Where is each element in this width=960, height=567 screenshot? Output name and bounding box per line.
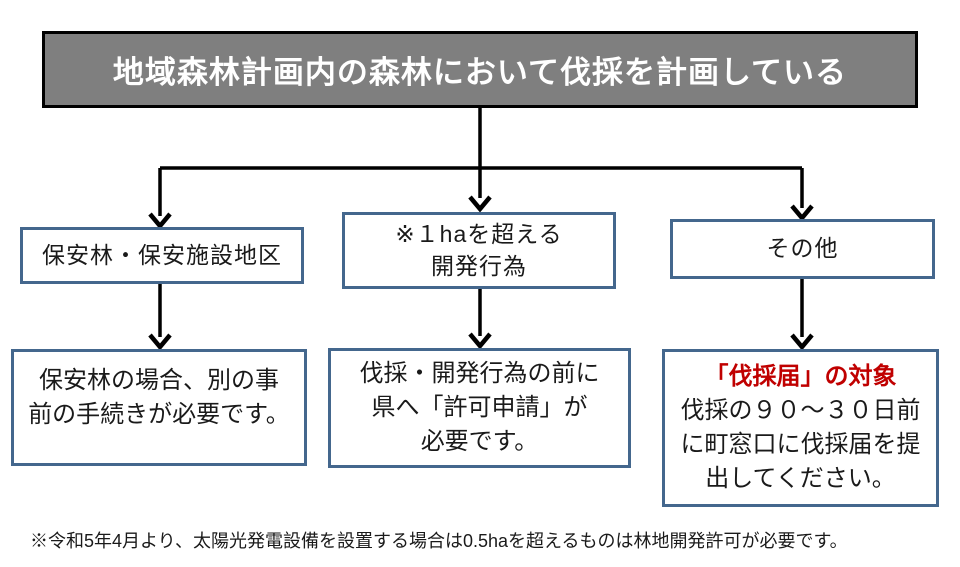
title-banner: 地域森林計画内の森林において伐採を計画している (42, 31, 918, 108)
detail-text-hoanrin: 保安林の場合、別の事 前の手続きが必要です。 (28, 367, 290, 429)
branch-label-sonota: その他 (766, 235, 839, 262)
branch-box-hoanrin: 保安林・保安施設地区 (20, 227, 304, 284)
branch-box-kaihatsu: ※１haを超える 開発行為 (342, 212, 616, 289)
arrowhead-down-icon (790, 333, 814, 351)
detail-text-bassai-todoke: 伐採の９０～３０日前 に町窓口に伐採届を提 出してください。 (680, 396, 921, 493)
footnote-text: ※令和5年4月より、太陽光発電設備を設置する場合は0.5haを超えるものは林地開… (30, 531, 848, 551)
branch-label-kaihatsu: ※１haを超える 開発行為 (395, 221, 563, 279)
arrowhead-down-icon (148, 212, 172, 230)
arrowhead-down-icon (148, 333, 172, 351)
detail-text-kyoka-shinsei: 伐採・開発行為の前に 県へ「許可申請」が 必要です。 (359, 359, 600, 456)
arrowhead-down-icon (468, 195, 492, 213)
title-text: 地域森林計画内の森林において伐採を計画している (112, 55, 848, 90)
branch-label-hoanrin: 保安林・保安施設地区 (42, 241, 282, 268)
arrowhead-down-icon (790, 204, 814, 222)
detail-box-hoanrin: 保安林の場合、別の事 前の手続きが必要です。 (11, 349, 307, 466)
arrowhead-down-icon (468, 332, 492, 350)
detail-box-bassai-todoke: 「伐採届」の対象 伐採の９０～３０日前 に町窓口に伐採届を提 出してください。 (662, 349, 939, 507)
detail-box-kyoka-shinsei: 伐採・開発行為の前に 県へ「許可申請」が 必要です。 (328, 348, 631, 468)
branch-box-sonota: その他 (670, 219, 935, 279)
detail-heading-bassai-todoke: 「伐採届」の対象 (704, 362, 897, 390)
